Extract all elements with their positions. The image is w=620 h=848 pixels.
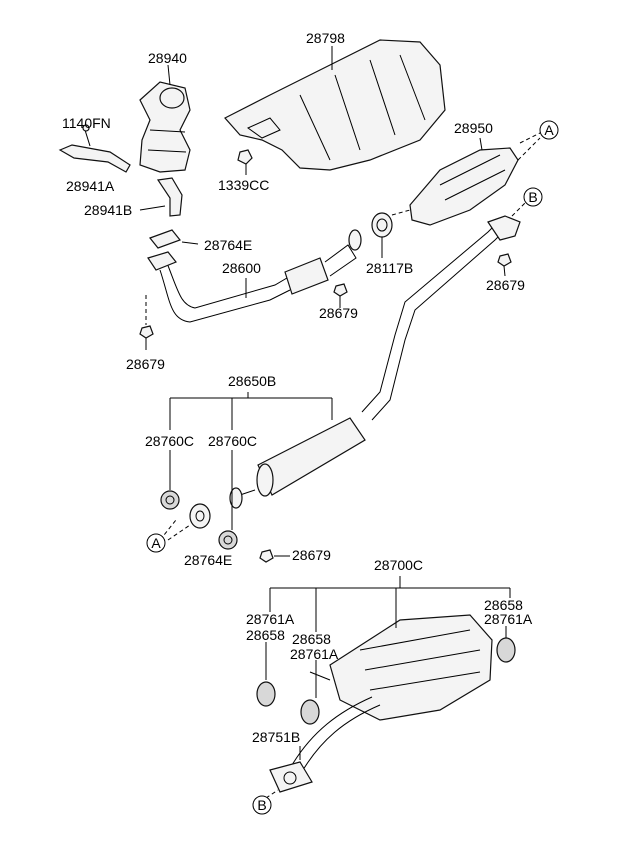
manifold-converter — [139, 64, 191, 173]
hanger-28761a-mid — [300, 699, 320, 725]
connector-b-bot — [265, 789, 279, 799]
front-pipe — [147, 229, 362, 323]
label-28658-right: 28658 — [484, 597, 523, 613]
label-28679-bottom: 28679 — [292, 547, 331, 563]
nut-28679-mid — [333, 283, 348, 308]
muffler — [269, 614, 493, 793]
label-28650b: 28650B — [228, 373, 276, 389]
label-28600: 28600 — [222, 260, 261, 276]
callout-b-top-text: B — [528, 189, 537, 205]
label-28941b: 28941B — [84, 202, 132, 218]
label-28761a-left: 28761A — [246, 611, 295, 627]
label-28700c: 28700C — [374, 557, 423, 573]
label-28764e-bottom: 28764E — [184, 552, 232, 568]
label-28798: 28798 — [306, 30, 345, 46]
hanger-28761a-right — [496, 637, 516, 663]
label-28658-mid: 28658 — [292, 631, 331, 647]
callout-a-bot: A — [146, 533, 166, 553]
callout-a-top: A — [539, 120, 559, 140]
gasket-28117b — [371, 212, 393, 258]
hanger-28760c-right — [218, 530, 238, 550]
catalytic-converter — [391, 137, 541, 226]
bracket-28941b — [139, 177, 183, 217]
label-1339cc: 1339CC — [218, 177, 269, 193]
center-pipe — [229, 215, 521, 509]
label-28679-left: 28679 — [126, 356, 165, 372]
gasket-28764e-top — [149, 229, 199, 249]
label-28679-mid: 28679 — [319, 305, 358, 321]
label-28117b: 28117B — [366, 260, 413, 276]
nut-28679-right — [497, 253, 512, 277]
label-28658-left: 28658 — [246, 627, 285, 643]
callout-a-top-text: A — [544, 122, 554, 138]
leader-28650b — [167, 392, 333, 541]
nut-28679-left — [139, 295, 154, 350]
heat-shield — [224, 39, 446, 171]
hanger-28760c-left — [160, 490, 180, 510]
bracket-28941a — [58, 124, 131, 173]
callout-b-top: B — [523, 187, 543, 207]
label-28950: 28950 — [454, 120, 493, 136]
label-28760c-left: 28760C — [145, 433, 194, 449]
nut-28679-bottom — [259, 549, 290, 563]
callout-b-bot-text: B — [257, 797, 266, 813]
label-28940: 28940 — [148, 50, 187, 66]
label-1140fn: 1140FN — [62, 115, 111, 131]
label-28760c-right: 28760C — [208, 433, 257, 449]
connector-a-bot — [159, 519, 177, 541]
gasket-28764e-bottom — [189, 503, 211, 529]
label-28764e-top: 28764E — [204, 237, 252, 253]
label-28751b: 28751B — [252, 729, 300, 745]
callout-b-bot: B — [252, 795, 272, 815]
label-28941a: 28941A — [66, 178, 115, 194]
label-28679-right: 28679 — [486, 277, 525, 293]
connector-a-top — [519, 132, 541, 144]
label-28761a-mid: 28761A — [290, 646, 339, 662]
connector-b-top — [511, 199, 529, 217]
hanger-28761a-left — [256, 681, 276, 707]
label-28761a-right: 28761A — [484, 611, 533, 627]
nut-1339cc — [237, 149, 253, 175]
callout-a-bot-text: A — [151, 535, 161, 551]
leader-28700c — [265, 576, 511, 760]
